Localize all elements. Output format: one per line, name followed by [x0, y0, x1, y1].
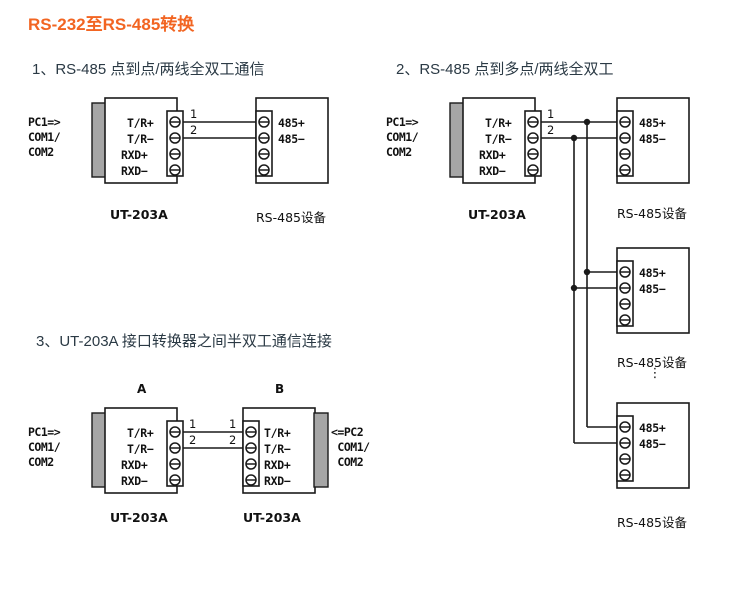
- converter-name-3-right: UT-203A: [243, 510, 301, 525]
- db-connector-3-left: [91, 412, 107, 488]
- pc2-label-diagram3: <=PC2 COM1/ COM2: [331, 425, 370, 469]
- unit-letter-b: B: [275, 382, 285, 396]
- pc1-label-diagram2: PC1=> COM1/ COM2: [386, 115, 419, 159]
- diagram-2: [449, 97, 690, 489]
- wire-number-1-a: 1: [190, 107, 198, 121]
- pin-label-rxd-minus-3-left: RXD−: [121, 474, 148, 488]
- vertical-ellipsis-icon: ⋮: [648, 366, 662, 381]
- junction-dot-mid-plus: [583, 268, 591, 276]
- pin-label-tr-minus-3-left: T/R−: [127, 442, 154, 456]
- device-name-2-3: RS-485设备: [617, 515, 687, 530]
- section-title-1: 1、RS-485 点到点/两线全双工通信: [32, 61, 265, 78]
- terminal-screws-3-right: [245, 426, 257, 486]
- pin-label-rxd-minus-2: RXD−: [479, 164, 506, 178]
- wire-number-2-b: 2: [547, 123, 555, 137]
- device-pin-485-plus-2-3: 485+: [639, 421, 666, 435]
- pin-label-rxd-plus-2: RXD+: [479, 148, 506, 162]
- pin-label-rxd-minus-3-right: RXD−: [264, 474, 291, 488]
- device-name-2-1: RS-485设备: [617, 206, 687, 221]
- junction-dot-mid-minus: [570, 284, 578, 292]
- device-terminal-screws-2-2: [619, 266, 631, 326]
- device-pin-485-plus-2-1: 485+: [639, 116, 666, 130]
- diagram-3: [91, 407, 329, 494]
- converter-name-2: UT-203A: [468, 207, 526, 222]
- pin-label-tr-plus-3-left: T/R+: [127, 426, 154, 440]
- device-name-2-2: RS-485设备: [617, 355, 687, 370]
- pin-label-rxd-plus-3-right: RXD+: [264, 458, 291, 472]
- unit-letter-a: A: [137, 382, 147, 396]
- wire-number-3-left-b: 2: [189, 433, 197, 447]
- db-connector-3-right: [313, 412, 329, 488]
- pin-label-tr-plus-3-right: T/R+: [264, 426, 291, 440]
- device-terminal-screws-2-3: [619, 421, 631, 481]
- device-terminal-screws-2-1: [619, 116, 631, 176]
- pin-label-rxd-minus-1: RXD−: [121, 164, 148, 178]
- junction-dot-top-plus: [583, 118, 591, 126]
- pin-label-tr-minus-2: T/R−: [485, 132, 512, 146]
- device-terminal-screws-1: [258, 116, 270, 176]
- wire-number-3-right-a: 1: [229, 417, 237, 431]
- wire-number-3-right-b: 2: [229, 433, 237, 447]
- pin-label-rxd-plus-3-left: RXD+: [121, 458, 148, 472]
- device-pin-485-plus-1: 485+: [278, 116, 305, 130]
- db-connector-1: [91, 102, 107, 178]
- device-pin-485-minus-2-3: 485−: [639, 437, 666, 451]
- pin-label-tr-plus-2: T/R+: [485, 116, 512, 130]
- converter-name-1: UT-203A: [110, 207, 168, 222]
- section-title-2: 2、RS-485 点到多点/两线全双工: [396, 61, 614, 78]
- pin-label-tr-minus-3-right: T/R−: [264, 442, 291, 456]
- pin-label-tr-minus-1: T/R−: [127, 132, 154, 146]
- terminal-screws-1: [169, 116, 181, 176]
- pc1-label-diagram3: PC1=> COM1/ COM2: [28, 425, 61, 469]
- pc1-label-diagram1: PC1=> COM1/ COM2: [28, 115, 61, 159]
- junction-dot-top-minus: [570, 134, 578, 142]
- wire-number-1-b: 2: [190, 123, 198, 137]
- device-pin-485-minus-1: 485−: [278, 132, 305, 146]
- device-pin-485-minus-2-1: 485−: [639, 132, 666, 146]
- page-title: RS-232至RS-485转换: [28, 15, 195, 34]
- wire-number-3-left-a: 1: [189, 417, 197, 431]
- pin-label-rxd-plus-1: RXD+: [121, 148, 148, 162]
- pin-label-tr-plus-1: T/R+: [127, 116, 154, 130]
- diagram-1: [91, 97, 329, 184]
- device-pin-485-minus-2-2: 485−: [639, 282, 666, 296]
- db-connector-2: [449, 102, 465, 178]
- wire-number-2-a: 1: [547, 107, 555, 121]
- terminal-screws-2: [527, 116, 539, 176]
- terminal-screws-3-left: [169, 426, 181, 486]
- section-title-3: 3、UT-203A 接口转换器之间半双工通信连接: [36, 333, 332, 350]
- device-pin-485-plus-2-2: 485+: [639, 266, 666, 280]
- device-name-1: RS-485设备: [256, 210, 326, 225]
- converter-name-3-left: UT-203A: [110, 510, 168, 525]
- converter-body-1: [104, 97, 178, 184]
